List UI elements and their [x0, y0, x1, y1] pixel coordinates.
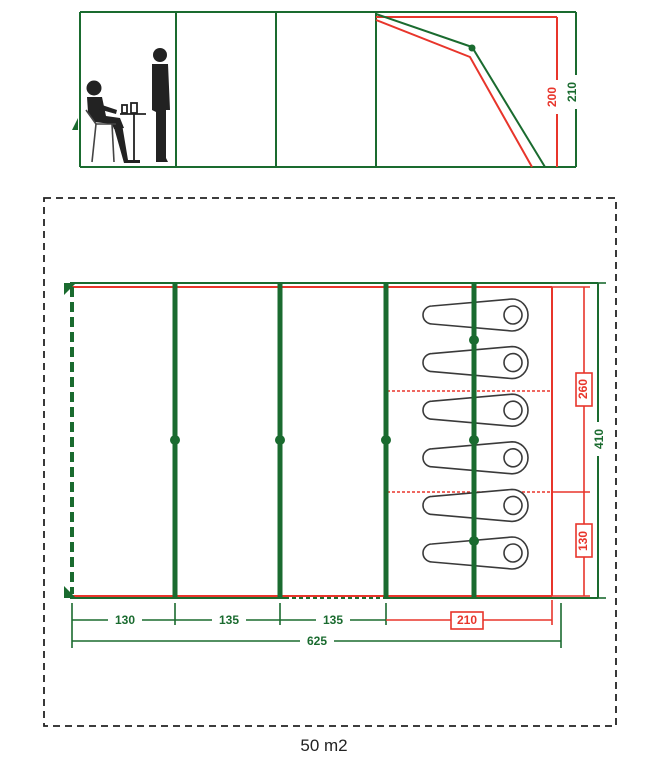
- front-peg-top: [64, 283, 76, 295]
- footprint-area-outline: [43, 197, 617, 727]
- dim-section-1-label: 130: [115, 613, 135, 627]
- person-sitting-icon: [86, 80, 140, 163]
- dim-bedroom-depth-label: 210: [457, 613, 477, 627]
- side-view-pole-joint: [468, 44, 476, 52]
- chair-icon: [85, 109, 116, 163]
- side-view-frame: [79, 11, 577, 168]
- table-icon: [120, 102, 146, 162]
- floor-area-label: 50 m2: [300, 736, 348, 755]
- side-view: 200 210: [72, 11, 580, 168]
- side-view-inner-height-line: [376, 16, 558, 167]
- person-standing-icon: [152, 48, 170, 162]
- floor-plan: 130 135 135 210 625 260 130 410: [43, 197, 617, 727]
- dim-cabin-width-label: 130: [576, 531, 590, 551]
- side-view-slope-red: [375, 19, 533, 168]
- dim-section-3-label: 135: [323, 613, 343, 627]
- dim-bedroom-width-label: 260: [576, 379, 590, 399]
- front-peg-bottom: [64, 586, 76, 598]
- dim-section-2-label: 135: [219, 613, 239, 627]
- dim-total-length-label: 625: [307, 634, 327, 648]
- pole-joints: [170, 335, 479, 546]
- dim-outer-height-label: 210: [565, 82, 579, 102]
- dim-inner-height-label: 200: [545, 87, 559, 107]
- side-view-peg: [72, 118, 78, 130]
- dim-total-width-label: 410: [592, 429, 606, 449]
